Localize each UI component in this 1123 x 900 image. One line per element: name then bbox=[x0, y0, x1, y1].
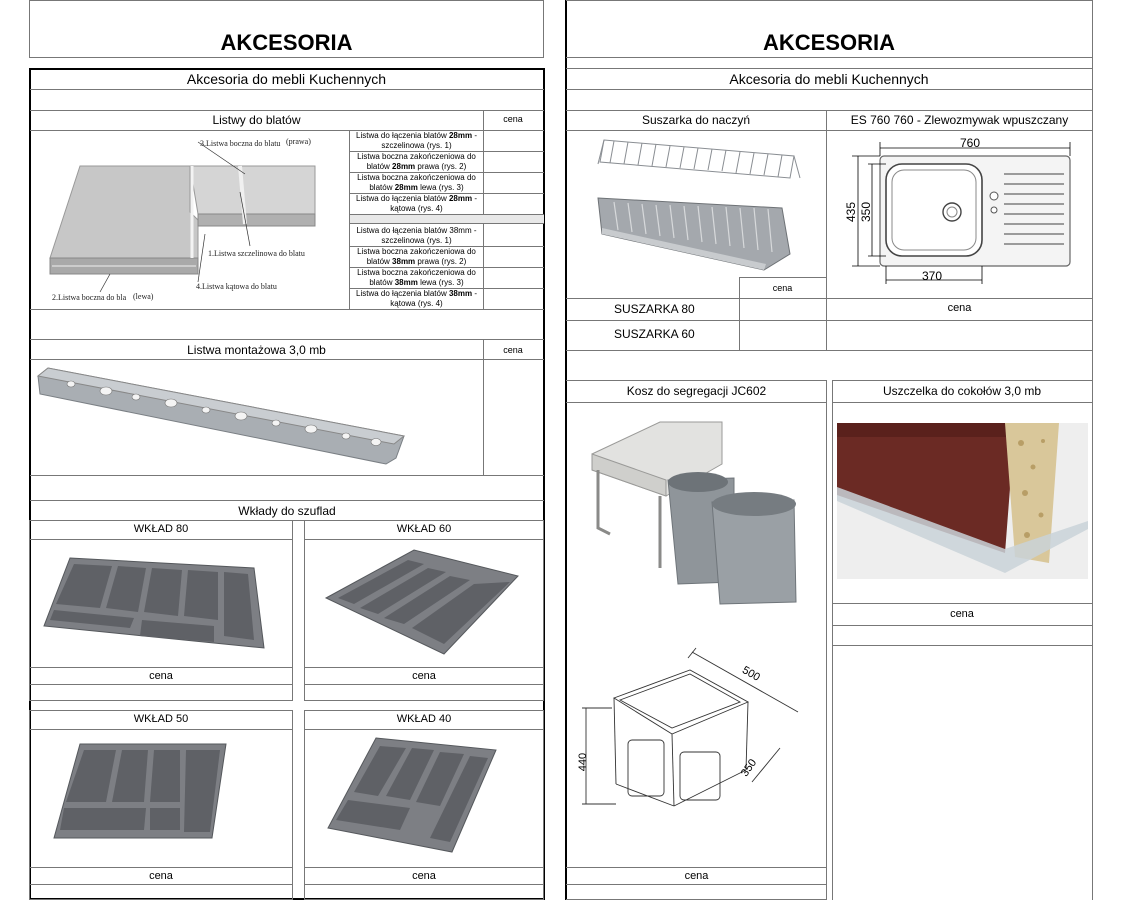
suszarka-60-name: SUSZARKA 60 bbox=[614, 327, 695, 341]
listwa-38-katowa: Listwa do łączenia blatów 38mm -kątowa (… bbox=[356, 289, 477, 308]
zlew-header: ES 760 760 - Zlewozmywak wpuszczany bbox=[850, 113, 1069, 127]
dish-rack-image bbox=[597, 139, 801, 271]
montazowa-header: Listwa montażowa 3,0 mb bbox=[187, 343, 326, 357]
wklad-80-image bbox=[43, 557, 265, 649]
diagram-label-3: 3.Listwa boczna do blatu bbox=[200, 139, 281, 148]
listwy-price-label: cena bbox=[503, 114, 523, 124]
diagram-label-3b: (prawa) bbox=[286, 137, 311, 146]
wklad-50-price: cena bbox=[149, 870, 173, 882]
wklad-80-price: cena bbox=[149, 670, 173, 682]
left-subtitle: Akcesoria do mebli Kuchennych bbox=[186, 71, 387, 87]
suszarka-header: Suszarka do naczyń bbox=[641, 113, 751, 127]
listwa-38-szczelinowa: Listwa do łączenia blatów 38mm -szczelin… bbox=[356, 226, 477, 245]
countertop-diagram bbox=[49, 141, 316, 293]
waste-bin-image bbox=[591, 421, 797, 605]
listwa-28-szczelinowa: Listwa do łączenia blatów 28mm -szczelin… bbox=[356, 131, 477, 150]
diagram-label-1: 1.Listwa szczelinowa do blatu bbox=[208, 249, 305, 258]
wklad-80-label: WKŁAD 80 bbox=[133, 523, 189, 535]
kosz-height: 440 bbox=[577, 752, 589, 772]
left-title-box bbox=[29, 0, 544, 58]
wklad-60-label: WKŁAD 60 bbox=[396, 523, 452, 535]
uszczelka-header: Uszczelka do cokołów 3,0 mb bbox=[882, 384, 1042, 398]
wklady-header: Wkłady do szuflad bbox=[238, 504, 336, 518]
left-page-title: AKCESORIA bbox=[220, 30, 353, 55]
wklad-60-price: cena bbox=[412, 670, 436, 682]
sink-diagram bbox=[852, 142, 1071, 284]
wklad-40-label: WKŁAD 40 bbox=[396, 713, 452, 725]
listwa-28-katowa: Listwa do łączenia blatów 28mm -kątowa (… bbox=[356, 194, 477, 213]
zlew-height-inner: 350 bbox=[859, 201, 873, 223]
diagram-label-2b: (lewa) bbox=[133, 292, 154, 301]
mounting-rail-image bbox=[36, 367, 406, 465]
listwy-header: Listwy do blatów bbox=[212, 113, 301, 127]
wklad-40-price: cena bbox=[412, 870, 436, 882]
wklad-80-card bbox=[29, 520, 293, 701]
kosz-header: Kosz do segregacji JC602 bbox=[626, 384, 767, 398]
waste-bin-dimension-drawing bbox=[582, 647, 799, 807]
wklad-40-image bbox=[327, 737, 497, 853]
kosz-price-label: cena bbox=[684, 870, 709, 882]
wklad-50-label: WKŁAD 50 bbox=[133, 713, 189, 725]
zlew-height-outer: 435 bbox=[844, 201, 858, 223]
montazowa-price-label: cena bbox=[503, 345, 523, 355]
diagram-label-2: 2.Listwa boczna do bla bbox=[52, 293, 127, 302]
suszarka-80-name: SUSZARKA 80 bbox=[614, 302, 695, 316]
wklad-50-image bbox=[53, 743, 227, 839]
uszczelka-price-label: cena bbox=[950, 608, 974, 620]
diagram-label-4: 4.Listwa kątowa do blatu bbox=[196, 282, 277, 291]
suszarka-price-label: cena bbox=[772, 283, 793, 293]
zlew-bowl-width: 370 bbox=[921, 269, 943, 283]
right-page-title: AKCESORIA bbox=[762, 30, 895, 55]
wklad-60-card bbox=[304, 520, 544, 701]
zlew-width: 760 bbox=[959, 136, 981, 150]
wklad-60-image bbox=[324, 549, 519, 655]
plinth-seal-image bbox=[837, 423, 1088, 579]
zlew-price-label: cena bbox=[947, 302, 972, 314]
right-subtitle: Akcesoria do mebli Kuchennych bbox=[729, 71, 929, 87]
